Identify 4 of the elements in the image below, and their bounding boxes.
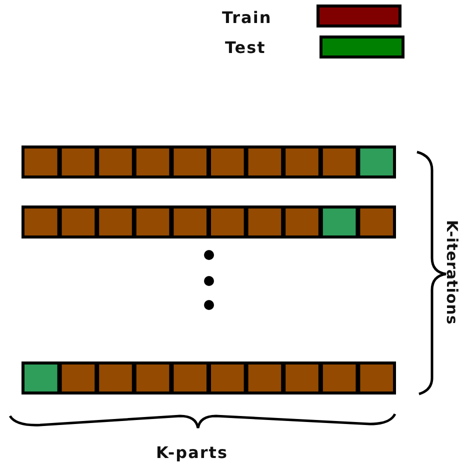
brace-label: K-parts [156,443,228,462]
legend-label: Test [225,38,266,57]
brace-label: K-iterations [444,220,459,325]
legend-label: Train [222,8,272,27]
